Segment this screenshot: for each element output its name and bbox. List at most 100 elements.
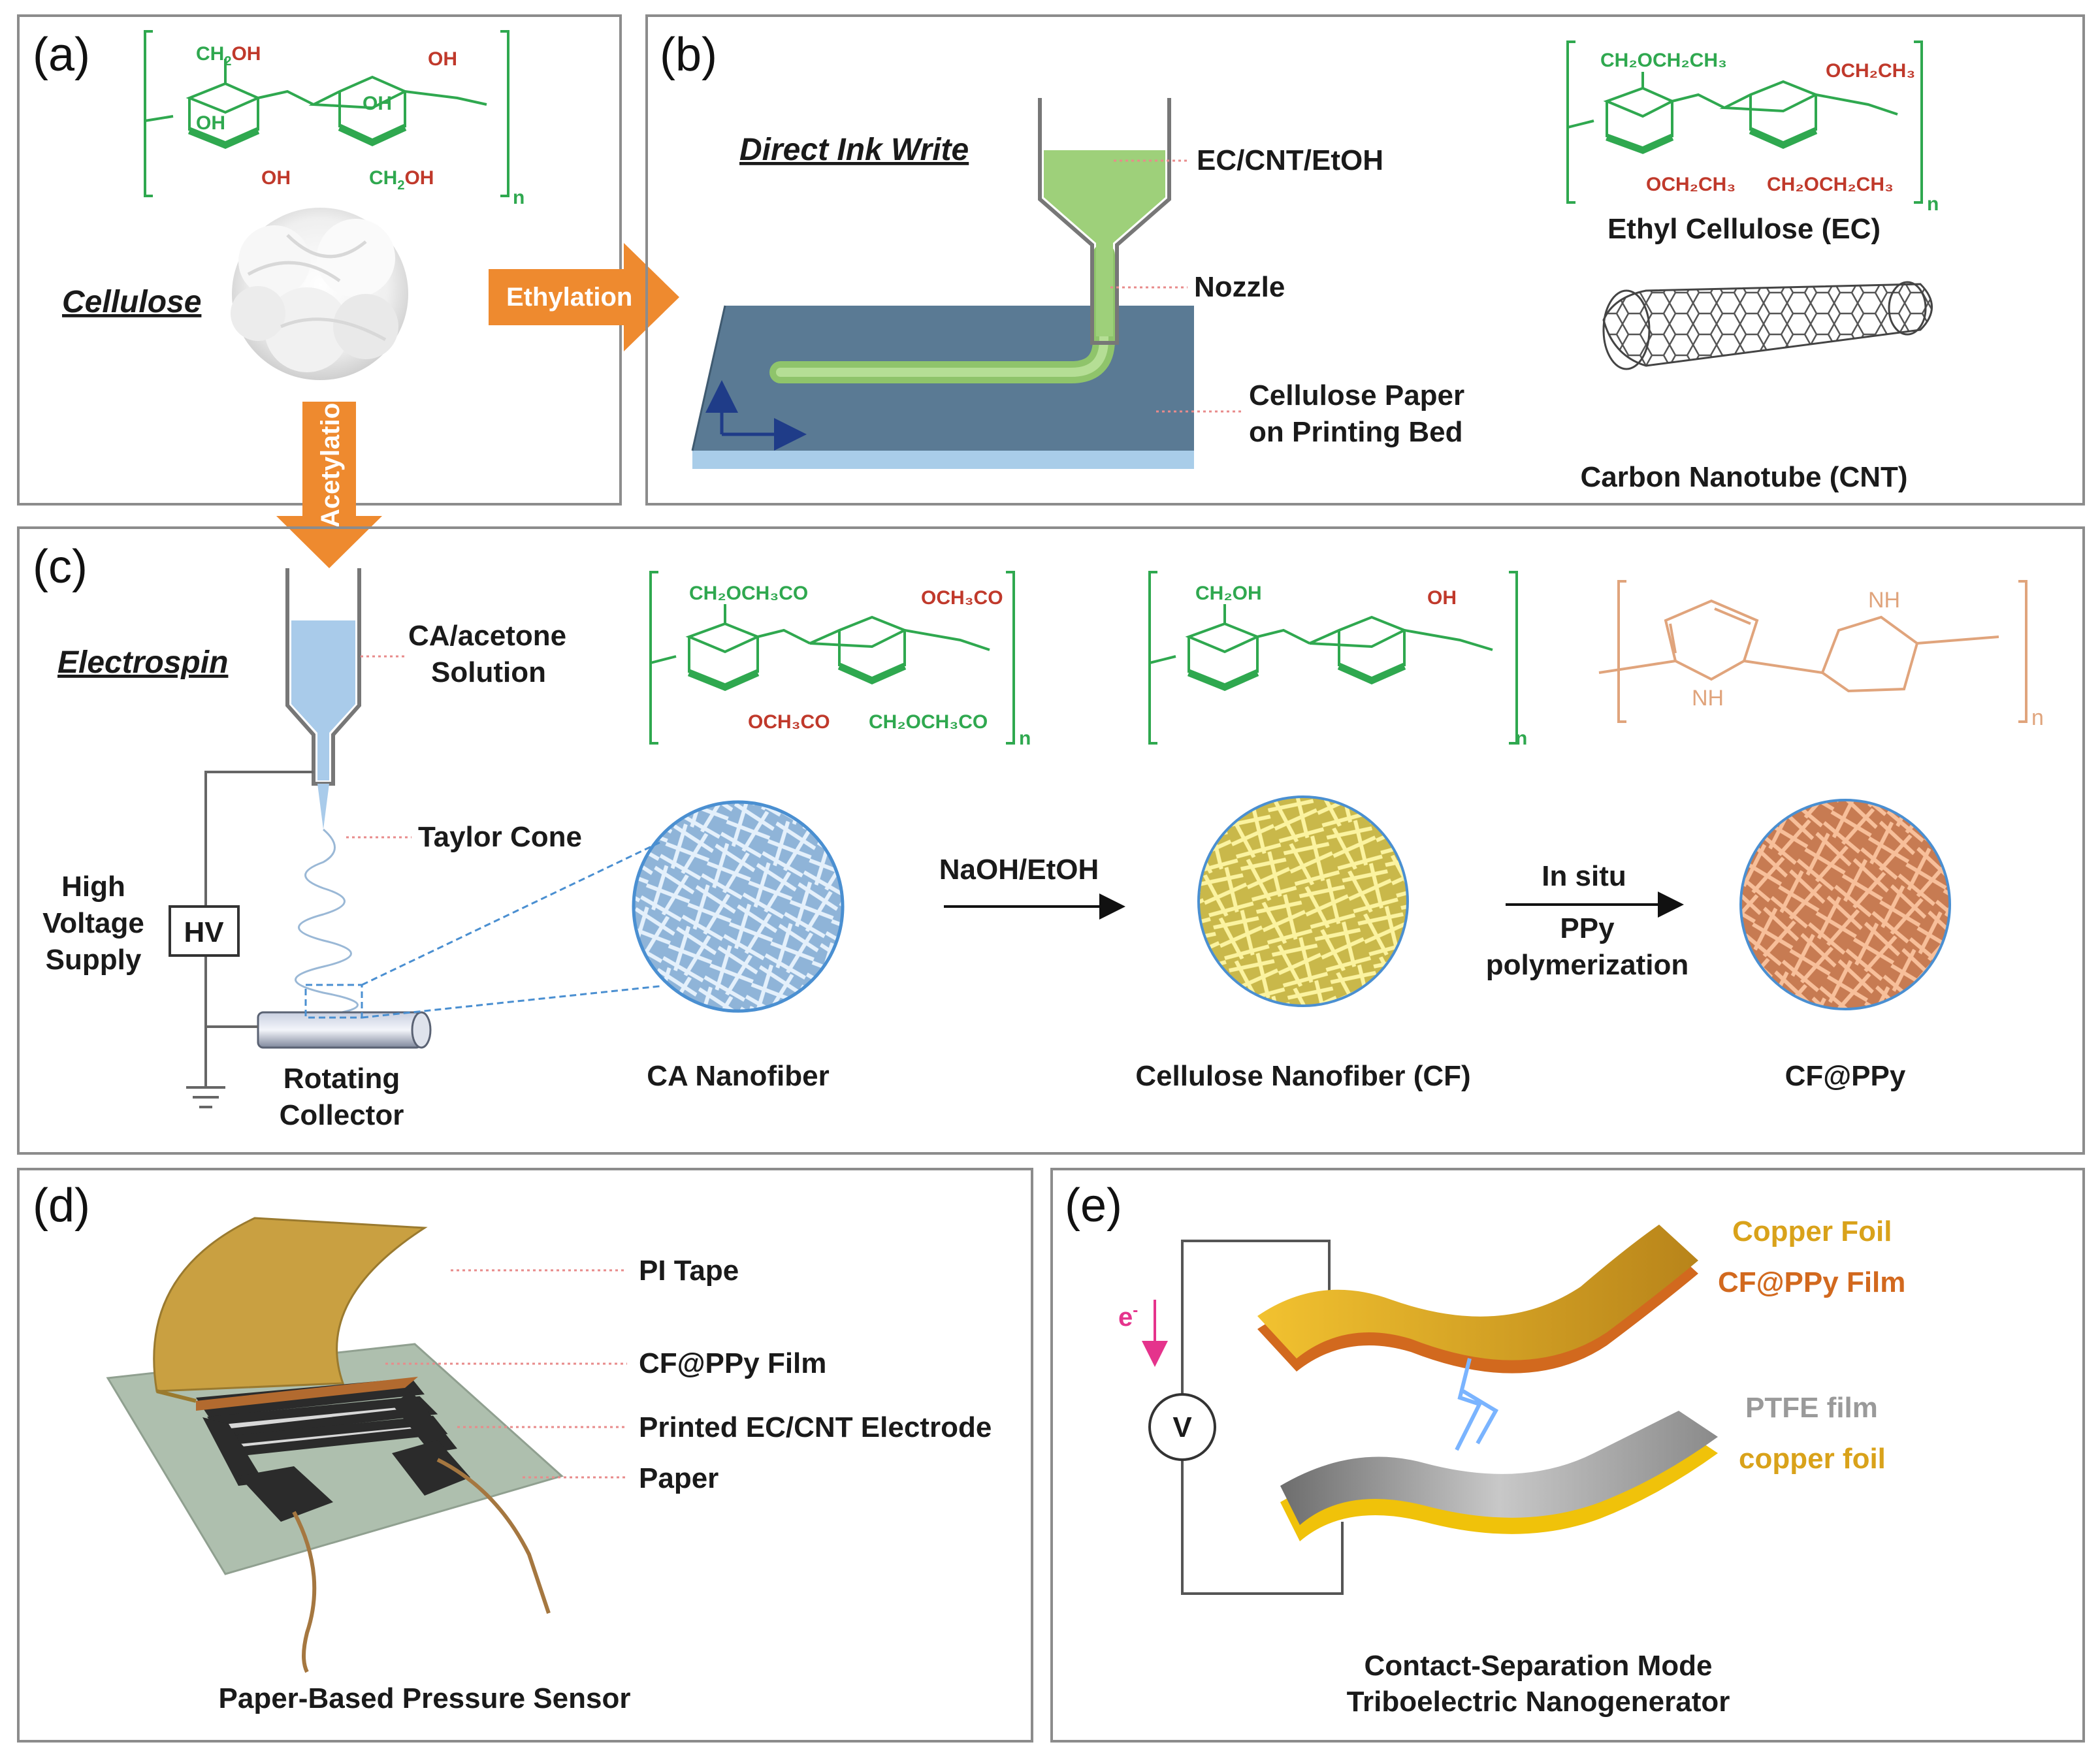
chem-a-ch2oh-top: CH2OH: [196, 43, 261, 69]
ethylation-label: Ethylation: [506, 283, 632, 312]
chem-ca-g2: OCH₃CO: [921, 587, 1003, 609]
hv-box-label: HV: [184, 916, 224, 948]
electrospin-syringe: [285, 568, 361, 829]
panel-d: (d) PI Tape CF@PPy Film Printed EC/CNT E…: [17, 1168, 1033, 1743]
chem-b-n: n: [1927, 193, 1939, 215]
chem-a-n: n: [513, 187, 525, 208]
hv-label-2: Voltage: [42, 907, 144, 939]
ethyl-cellulose-structure: CH₂OCH₂CH₃ OCH₂CH₃ OCH₂CH₃ CH₂OCH₂CH₃ n: [1566, 40, 1939, 215]
solution-label-1: CA/acetone: [408, 620, 566, 652]
insitu-label: In situ: [1542, 860, 1626, 892]
electrode-label: Printed EC/CNT Electrode: [639, 1411, 992, 1443]
spinning-jet: [295, 828, 359, 1017]
panel-b: (b) Direct Ink Write EC/CNT/EtOH Nozzle …: [645, 14, 2085, 506]
sensor-caption: Paper-Based Pressure Sensor: [219, 1682, 631, 1714]
panel-c-label: (c): [33, 541, 88, 593]
chem-ca-g3: OCH₃CO: [748, 711, 830, 733]
ppy-n: n: [2031, 705, 2044, 730]
voltmeter-label: V: [1172, 1411, 1192, 1443]
copper-foil-label: Copper Foil: [1732, 1215, 1892, 1247]
cellulose-title: Cellulose: [62, 285, 201, 319]
polymerization-label: polymerization: [1486, 949, 1689, 981]
rotating-collector: [257, 984, 432, 1049]
panel-a: (a) CH2OH OH OH OH OH CH2OH n: [17, 14, 679, 568]
spark: [1455, 1358, 1499, 1451]
ethylation-arrow: Ethylation: [489, 243, 679, 351]
cf-image: [1197, 795, 1409, 1007]
circuit-wires: [169, 771, 314, 1108]
taylor-cone-label: Taylor Cone: [418, 821, 582, 853]
panel-e-label: (e): [1065, 1180, 1122, 1232]
polypyrrole-structure: [1598, 580, 2027, 723]
pressure-sensor-illustration: [106, 1217, 564, 1673]
cf-ppy-image: [1739, 799, 1951, 1010]
ppy-nh-1: NH: [1692, 686, 1724, 711]
bottom-ptfe-copper: [1280, 1411, 1718, 1541]
ink-label: EC/CNT/EtOH: [1197, 144, 1383, 176]
chem-a-ch2oh-bottom: CH2OH: [369, 167, 434, 193]
ppy-nh-2: NH: [1868, 588, 1900, 613]
teng-caption-1: Contact-Separation Mode: [1365, 1650, 1713, 1682]
chem-ca-g1: CH₂OCH₃CO: [689, 583, 808, 604]
electron-label: e-: [1118, 1302, 1138, 1332]
chem-cf-ch2oh: CH₂OH: [1195, 583, 1262, 604]
chem-a-oh4: OH: [363, 93, 392, 114]
paper-label-2: on Printing Bed: [1249, 416, 1463, 448]
pi-tape-label: PI Tape: [639, 1255, 739, 1287]
cf-label: Cellulose Nanofiber (CF): [1135, 1060, 1470, 1092]
solution-label-2: Solution: [431, 656, 546, 688]
panel-d-label: (d): [33, 1180, 90, 1232]
top-copper-foil: [1257, 1225, 1698, 1373]
direct-ink-write-title: Direct Ink Write: [739, 133, 969, 167]
cf-ppy-label: CF@PPy: [1785, 1060, 1906, 1092]
panel-b-label: (b): [660, 29, 717, 81]
collector-label-1: Rotating: [283, 1063, 400, 1095]
hv-label-3: Supply: [46, 944, 142, 976]
naoh-label: NaOH/EtOH: [939, 854, 1099, 886]
copper-foil-bottom-label: copper foil: [1739, 1443, 1886, 1475]
chem-b-g1: CH₂OCH₂CH₃: [1600, 50, 1727, 71]
voltmeter: [1148, 1393, 1216, 1461]
chem-b-g2: OCH₂CH₃: [1826, 60, 1915, 82]
dispenser-syringe: [1038, 98, 1171, 345]
chem-b-g3: OCH₂CH₃: [1646, 174, 1736, 195]
teng-circuit: [1142, 1240, 1344, 1595]
cnt-label: Carbon Nanotube (CNT): [1580, 461, 1907, 493]
cellulose-structure: CH2OH OH OH OH OH CH2OH n: [144, 30, 525, 208]
zoom-lines: [361, 841, 660, 1019]
chem-a-oh2: OH: [261, 167, 291, 189]
cotton-image: [231, 208, 408, 380]
teng-caption-2: Triboelectric Nanogenerator: [1347, 1686, 1730, 1718]
ca-nanofiber-label: CA Nanofiber: [647, 1060, 830, 1092]
panel-c: (c) Electrospin HV High Voltage Supply C…: [17, 526, 2085, 1155]
panel-e-frame: [1050, 1168, 2085, 1743]
chem-a-oh3: OH: [428, 48, 457, 70]
paper-label: Paper: [639, 1462, 719, 1494]
cellulose-fiber-structure: CH₂OH OH n: [1148, 571, 1527, 749]
cellulose-acetate-structure: CH₂OCH₃CO OCH₃CO OCH₃CO CH₂OCH₃CO n: [649, 571, 1031, 749]
cf-ppy-film-e-label: CF@PPy Film: [1718, 1266, 1905, 1298]
panel-d-frame: [17, 1168, 1033, 1743]
carbon-nanotube: [1602, 281, 1933, 370]
chem-b-g4: CH₂OCH₂CH₃: [1767, 174, 1894, 195]
chem-a-oh1: OH: [196, 112, 225, 134]
chem-ca-g4: CH₂OCH₃CO: [869, 711, 988, 733]
ec-label: Ethyl Cellulose (EC): [1607, 213, 1881, 245]
ptfe-film-label: PTFE film: [1745, 1392, 1878, 1424]
nozzle-label: Nozzle: [1194, 271, 1285, 303]
collector-label-2: Collector: [280, 1099, 404, 1131]
ca-nanofiber-image: [632, 800, 845, 1013]
panel-a-label: (a): [33, 29, 90, 81]
hv-box: [169, 905, 240, 957]
ppy-label: PPy: [1560, 912, 1615, 944]
acetylation-label: Acetylation: [316, 387, 345, 528]
panel-b-frame: [645, 14, 2085, 506]
chem-cf-oh: OH: [1427, 587, 1457, 609]
electrospin-title: Electrospin: [57, 645, 228, 680]
panel-e: (e) V e- Copper Foil CF@PPy Film PTFE fi…: [1050, 1168, 2085, 1743]
acetylation-arrow: Acetylation: [276, 387, 382, 568]
panel-c-frame: [17, 526, 2085, 1155]
hv-label-1: High: [61, 871, 125, 903]
chem-ca-n: n: [1019, 728, 1031, 749]
